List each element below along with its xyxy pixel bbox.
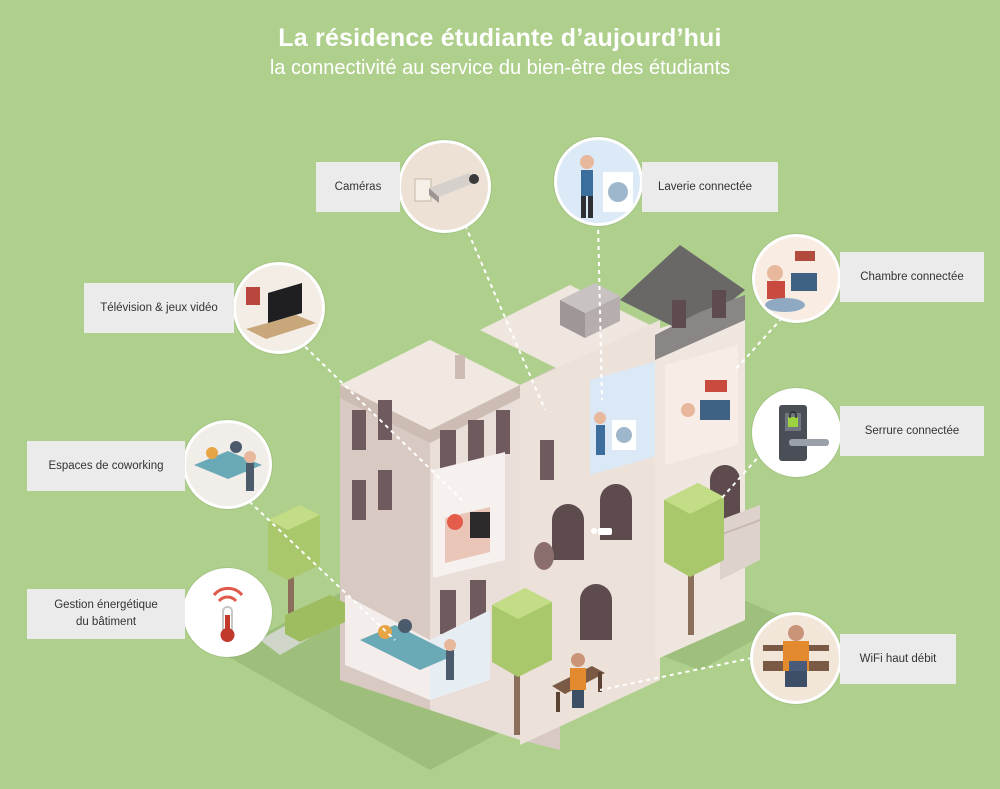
label-energie-line2: du bâtiment	[75, 616, 137, 628]
tv-room-cutaway	[433, 452, 505, 578]
coworking-icon	[186, 423, 269, 506]
cctv-camera-icon	[401, 143, 488, 230]
laundry-icon	[557, 140, 640, 223]
coworking-cutaway	[345, 595, 490, 700]
wifi-bubble	[750, 612, 842, 704]
hedge	[285, 595, 345, 642]
bedroom-cutaway	[665, 345, 738, 465]
tv-icon	[236, 265, 322, 351]
label-coworking: Espaces de coworking	[27, 441, 185, 491]
bedroom-icon	[755, 237, 838, 320]
label-chambre: Chambre connectée	[840, 252, 984, 302]
label-energie-line1: Gestion énergétique	[54, 599, 158, 612]
tree-left	[268, 505, 320, 620]
coworking-bubble	[183, 420, 272, 509]
camera-marker	[591, 528, 612, 535]
laverie-bubble	[554, 137, 643, 226]
connector-lines	[231, 217, 783, 691]
laundry-cutaway	[590, 360, 660, 475]
header: La résidence étudiante d’aujourd’hui la …	[0, 24, 1000, 80]
bench-student	[552, 653, 605, 712]
lock-icon	[755, 391, 838, 474]
label-cameras: Caméras	[316, 162, 400, 212]
label-serrure: Serrure connectée	[840, 406, 984, 456]
label-television: Télévision & jeux vidéo	[84, 283, 234, 333]
page-subtitle: la connectivité au service du bien-être …	[269, 57, 731, 79]
page-title: La résidence étudiante d’aujourd’hui	[278, 24, 722, 52]
label-energie: Gestion énergétique du bâtiment	[27, 589, 185, 639]
thermometer-icon	[186, 571, 269, 654]
tree-right	[664, 483, 724, 635]
wifi-student-icon	[753, 615, 839, 701]
television-bubble	[233, 262, 325, 354]
label-wifi: WiFi haut débit	[840, 634, 956, 684]
tree-center	[492, 588, 552, 735]
serrure-bubble	[752, 388, 841, 477]
cameras-bubble	[398, 140, 491, 233]
chambre-bubble	[752, 234, 841, 323]
label-laverie: Laverie connectée	[642, 162, 778, 212]
energie-bubble	[183, 568, 272, 657]
